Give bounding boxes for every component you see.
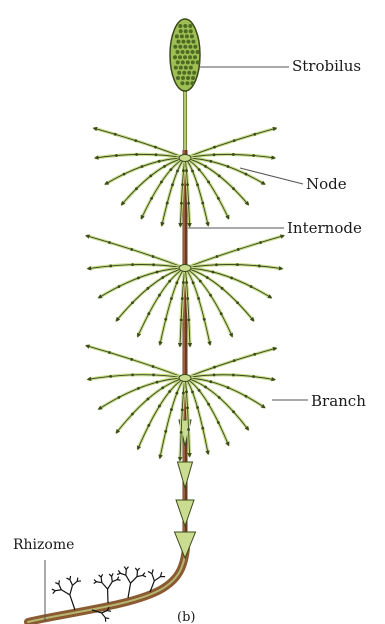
internode-label: Internode [287, 221, 362, 236]
rhizome-label: Rhizome [13, 538, 74, 552]
stem-sheaths [175, 420, 196, 558]
strobilus-cone [170, 19, 200, 91]
sheath [176, 500, 194, 526]
sheath [175, 532, 196, 558]
branch-label: Branch [311, 394, 366, 409]
node-label: Node [306, 177, 347, 192]
branch-whorl [87, 346, 275, 459]
leader-lines [45, 67, 308, 622]
sheath [178, 462, 193, 488]
figure-label: (b) [177, 611, 195, 624]
strobilus-label: Strobilus [292, 59, 361, 74]
